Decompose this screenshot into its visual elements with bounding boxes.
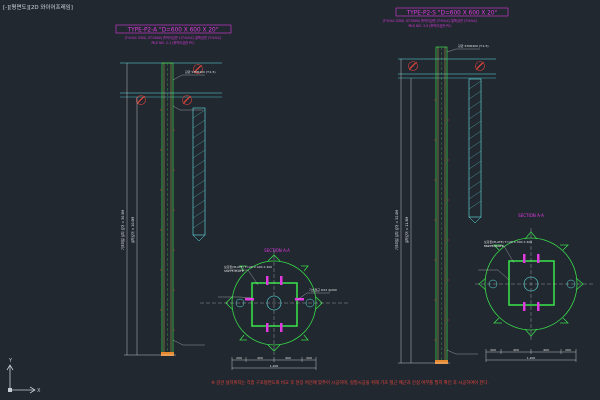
left-dim-part-3: 400 <box>285 356 291 360</box>
right-dim-part-3: 400 <box>543 348 549 352</box>
left-pipe-note: 강관 STKR400 (T:1.5) <box>185 69 216 74</box>
left-section-note-2: SS275 PLATE <box>224 269 244 273</box>
left-dim-part-1: 200 <box>236 356 242 360</box>
left-dim-part-2: 400 <box>257 356 263 360</box>
right-title: TYPE-P2-S "D=600 X 600 X 20" <box>406 11 498 17</box>
ucs-y-label: Y <box>8 358 13 364</box>
right-section-plate <box>508 260 555 306</box>
left-dim-total-label: 기초파일 설치 깊이 = 30.5M <box>120 210 125 250</box>
left-hatched-panel <box>192 107 206 236</box>
right-subtitle-2: PILE NO. 3-5 (흙막이강관 PC) <box>409 23 452 28</box>
right-section-note-2: SS275 PLATE <box>484 244 504 248</box>
right-dim-bottom: 1,200 <box>527 356 536 360</box>
right-dim-part-4: 200 <box>565 348 571 352</box>
right-hatched-panel <box>468 78 482 218</box>
left-subtitle-1: (T:%%C S300, ST:3000) 흙막이강관 1(T:%%C) 말뚝강… <box>125 35 222 40</box>
right-detail: TYPE-P2-S "D=600 X 600 X 20" (T:%%C S300… <box>383 7 509 364</box>
right-dim-part-1: 200 <box>490 348 496 352</box>
right-dim-inner-label: 굴착깊이 = 11.5M <box>404 217 409 244</box>
left-dim-part-4: 200 <box>306 356 312 360</box>
left-title: TYPE-P2-A "D=600 X 600 X 20" <box>127 28 219 34</box>
right-dim-part-2: 400 <box>513 348 519 352</box>
left-dim-bottom: 1,200 <box>270 364 279 368</box>
left-section: SECTION A-A <box>200 248 348 370</box>
left-detail: TYPE-P2-A "D=600 X 600 X 20" (T:%%C S300… <box>115 24 232 356</box>
ucs-axis-icon <box>6 364 36 394</box>
viewport-label[interactable]: [-][평면도][2D 와이어프레임] <box>3 5 73 11</box>
right-hatch-symbols <box>408 61 485 71</box>
right-section-note-1: 보강판(PLATE) T=20 X 400 X 400 <box>484 239 532 244</box>
footer-note: ※ 강관 설치위치는 각층 구조평면도와 비교 후 현장 여건에 맞추어 시공하… <box>211 379 489 386</box>
right-section: SECTION A-A <box>475 213 595 362</box>
left-subtitle-2: PILE NO. 2-1 (흙막이강관 PC) <box>152 40 195 45</box>
left-section-plate <box>251 282 298 327</box>
left-base-note: 기초철근 D22 @200 <box>309 287 337 292</box>
left-hatch-symbols <box>136 64 203 105</box>
right-section-label: SECTION A-A <box>518 213 544 218</box>
ucs-x-label: X <box>37 388 41 394</box>
left-section-note-1: 보강판(PLATE) T=20 X 400 X 400 <box>224 264 272 269</box>
right-dim-total-label: 기초파일 설치 깊이 = 32.0M <box>394 210 399 250</box>
right-title-box <box>395 7 509 17</box>
left-title-box <box>115 24 232 34</box>
left-section-label: SECTION A-A <box>264 248 290 253</box>
right-subtitle-1: (T:%%C S300, ST:3000) 흙막이강관 (T:%%C) 말뚝강관… <box>383 18 478 23</box>
right-pipe-note: 강관 STKR400 (T:1.5) <box>458 43 489 48</box>
left-dim-inner-label: 굴착깊이 = 10.0M <box>130 217 135 244</box>
